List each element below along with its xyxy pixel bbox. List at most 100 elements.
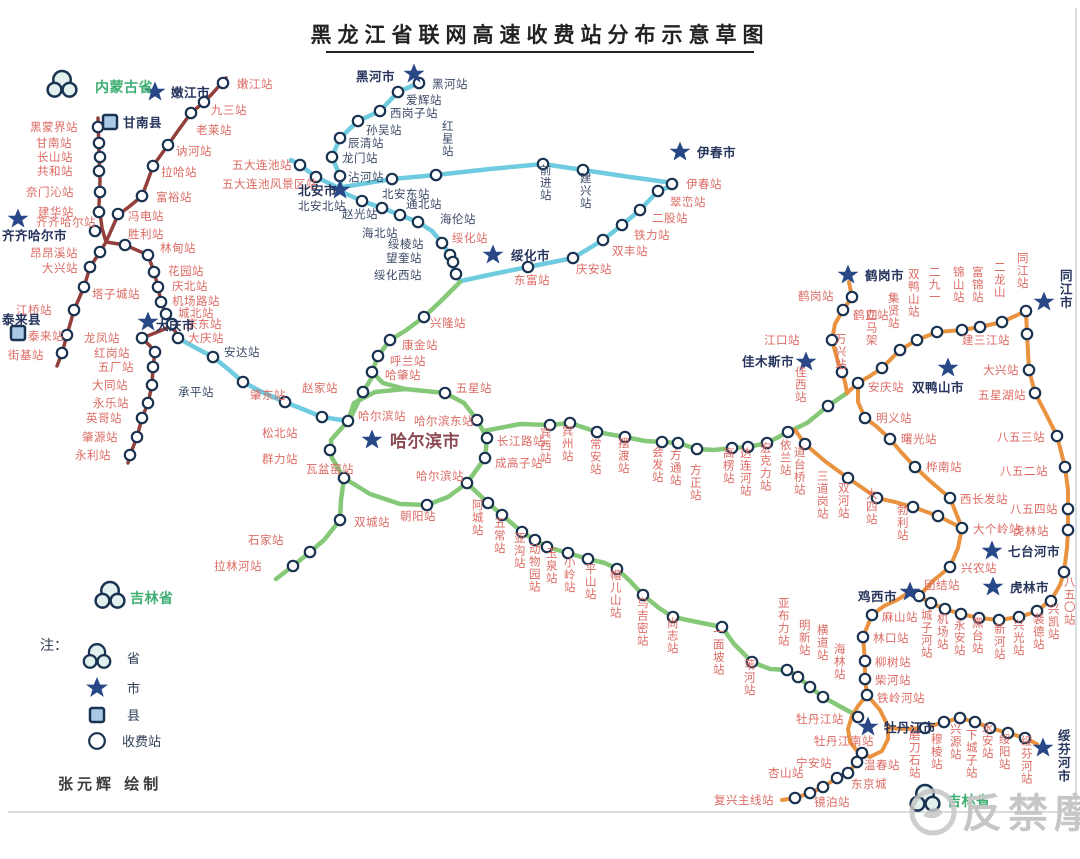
toll-station-circle (135, 189, 149, 203)
legend-item-label: 收费站 (122, 735, 161, 750)
station-label: 齐齐哈尔市 (2, 228, 67, 243)
toll-station-circle (88, 732, 106, 750)
station-label: 长江路站 (497, 434, 545, 448)
toll-station-circle (781, 425, 795, 439)
toll-station-circle (1001, 726, 1015, 740)
toll-station-circle (803, 786, 817, 800)
toll-station-circle (417, 310, 431, 324)
toll-station-circle (937, 715, 951, 729)
station-label: 哈尔滨东站 (414, 414, 474, 428)
province-cloud-icon (94, 580, 126, 609)
toll-station-circle (236, 375, 250, 389)
city-star-icon (329, 179, 351, 199)
toll-station-circle (206, 350, 220, 364)
station-label: 兴凯站 (1048, 602, 1060, 641)
station-label: 鸡西市 (857, 589, 897, 604)
station-label: 三道岗站 (817, 469, 829, 521)
station-label: 双城站 (354, 515, 390, 529)
toll-station-circle (161, 138, 175, 152)
toll-station-circle (992, 613, 1006, 627)
watermark-logo (909, 788, 957, 836)
station-label: 小岭站 (564, 555, 576, 594)
city-star-icon (857, 716, 879, 736)
toll-station-circle (1020, 327, 1034, 341)
toll-station-circle (665, 177, 679, 191)
station-label: 玉泉站 (546, 546, 558, 585)
station-label: 通北站 (406, 197, 442, 211)
city-star-icon (669, 141, 691, 161)
station-label: 英哥站 (86, 411, 122, 425)
toll-station-circle (858, 672, 872, 686)
toll-station-circle (341, 414, 355, 428)
station-label: 东京城 (851, 777, 887, 791)
station-label: 同江市 (1060, 268, 1073, 310)
station-label: 达连河站 (740, 446, 752, 498)
station-label: 绥芬河市 (1057, 728, 1071, 784)
legend-note-label: 注： (40, 638, 68, 654)
toll-station-circle (303, 545, 317, 559)
station-label: 宾西站 (540, 426, 552, 465)
station-label: 孙吴站 (366, 123, 402, 137)
toll-station-circle (184, 106, 198, 120)
station-label: 城北站 (178, 306, 214, 320)
station-label: 永安站 (954, 618, 966, 657)
station-label: 方通站 (670, 448, 682, 487)
station-label: 八五三站 (997, 430, 1045, 444)
toll-station-circle (636, 588, 650, 602)
toll-station-circle (385, 172, 399, 186)
station-label: 虎林站 (1013, 524, 1049, 538)
station-label: 长山站 (37, 150, 73, 164)
toll-station-circle (910, 333, 924, 347)
toll-station-circle (67, 303, 81, 317)
station-label: 水安站 (982, 721, 994, 760)
station-label: 林甸站 (160, 241, 196, 255)
toll-station-circle (590, 425, 604, 439)
toll-station-circle (438, 386, 452, 400)
station-label: 绥化西站 (374, 268, 422, 282)
station-label: 复兴主线站 (714, 793, 774, 807)
station-label: 石家站 (248, 533, 284, 547)
station-label: 奈门沁站 (26, 185, 74, 199)
station-label: 大庆站 (188, 331, 224, 345)
station-label: 会发站 (652, 445, 664, 484)
toll-station-circle (930, 325, 944, 339)
toll-station-circle (333, 513, 347, 527)
station-label: 翠峦站 (670, 195, 706, 209)
station-label: 乌吉密站 (637, 596, 649, 648)
station-label: 道台桥站 (794, 445, 806, 497)
toll-station-circle (883, 432, 897, 446)
station-label: 九三站 (211, 103, 247, 117)
toll-station-circle (391, 85, 405, 99)
toll-station-circle (1022, 363, 1036, 377)
station-label: 绥芬河站 (1021, 734, 1033, 786)
station-label: 沾河站 (348, 170, 384, 184)
station-label: 铁岭河站 (877, 691, 925, 705)
station-label: 呼兰站 (390, 354, 426, 368)
station-label: 鹤岗市 (865, 268, 904, 283)
station-label: 前进站 (540, 163, 552, 202)
toll-station-circle (671, 436, 685, 450)
station-label: 下城子站 (966, 728, 978, 780)
station-label: 苇河站 (744, 658, 756, 697)
toll-stations-layer (55, 76, 1075, 805)
station-label: 同江站 (1017, 251, 1029, 290)
toll-station-circle (55, 346, 69, 360)
toll-station-circle (856, 630, 870, 644)
station-label: 江口站 (764, 333, 800, 347)
station-label: 北安东站 (382, 187, 430, 201)
toll-station-circle (953, 711, 967, 725)
station-label: 海林站 (834, 642, 846, 681)
toll-station-circle (325, 150, 339, 164)
station-label: 嫩江市 (171, 85, 210, 100)
toll-station-circle (851, 376, 865, 390)
station-label: 塔子城站 (92, 287, 140, 301)
station-label: 拉哈站 (161, 165, 197, 179)
station-label: 永利站 (75, 448, 111, 462)
station-label: 辰清站 (348, 136, 384, 150)
toll-station-circle (216, 76, 230, 90)
toll-station-circle (146, 159, 160, 173)
toll-station-circle (851, 710, 865, 724)
city-star-icon (937, 357, 959, 377)
toll-station-circle (581, 552, 595, 566)
station-label: 明义站 (876, 411, 912, 425)
